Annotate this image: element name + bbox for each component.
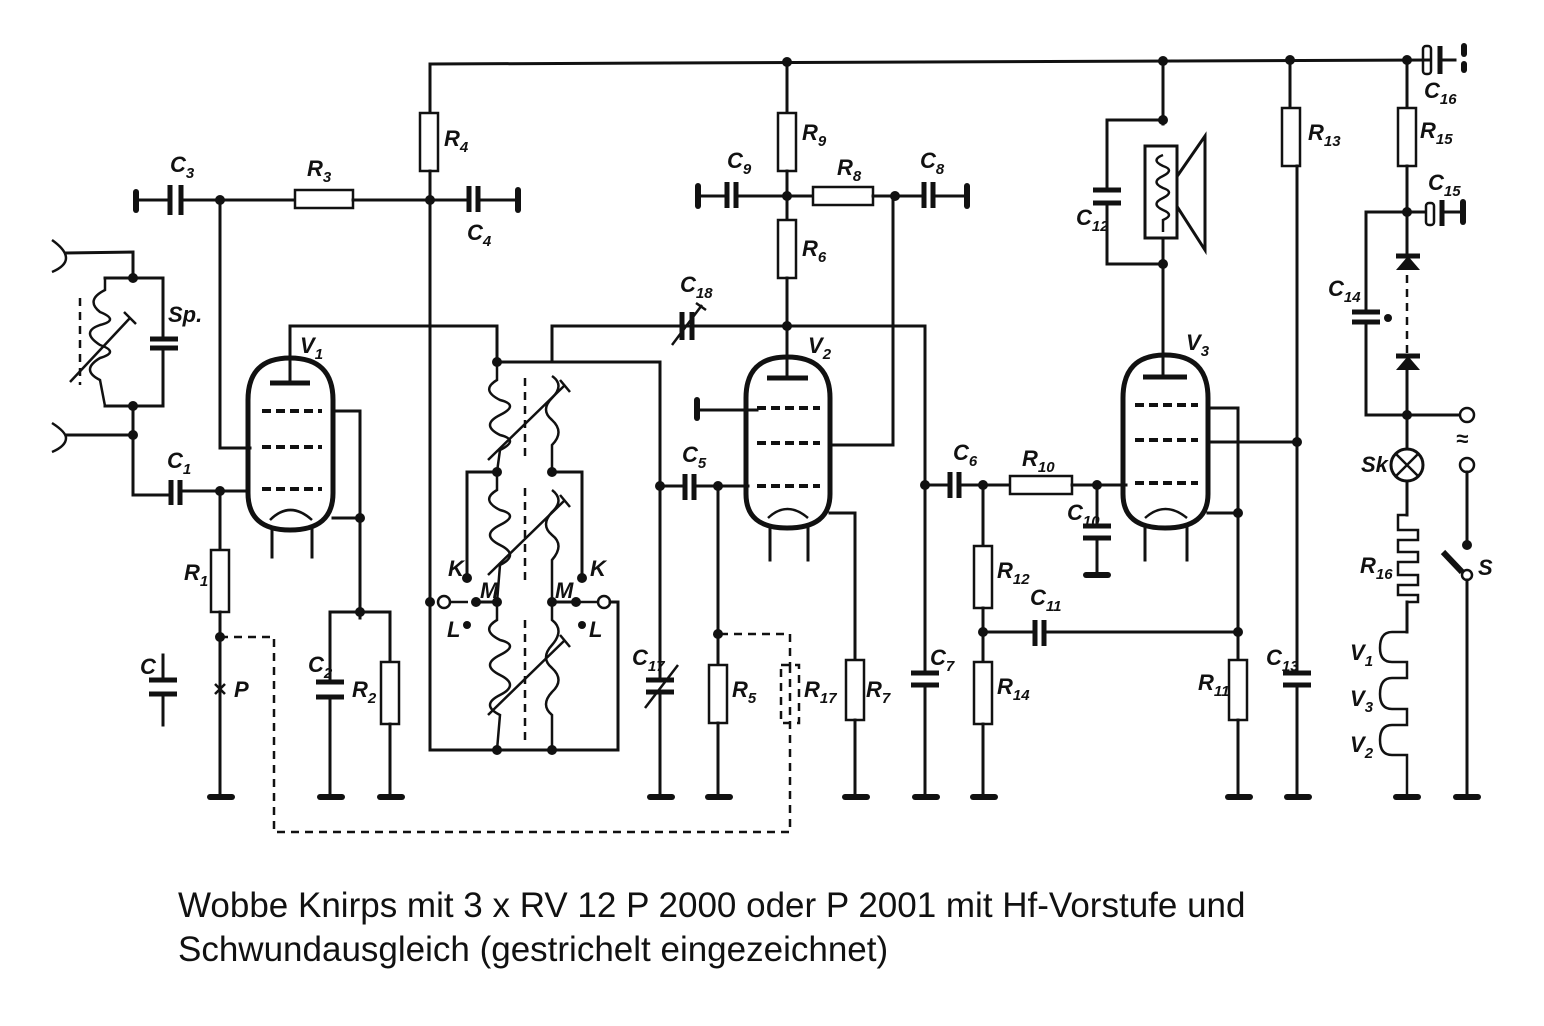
tube-v3 <box>1093 59 1299 800</box>
label-r4: R4 <box>444 126 469 156</box>
label-c6: C6 <box>953 440 978 470</box>
label-r10: R10 <box>1022 446 1055 476</box>
b-plus-rail <box>428 55 1432 67</box>
label-c5: C5 <box>682 442 707 472</box>
label-c9: C9 <box>727 148 752 178</box>
label-c14: C14 <box>1328 276 1361 306</box>
caption-line-2: Schwundausgleich (gestrichelt eingezeich… <box>178 930 889 969</box>
label-r8: R8 <box>837 155 862 185</box>
c3-r3-c4-line <box>133 62 521 752</box>
label-s: S <box>1478 555 1493 580</box>
label-c11: C11 <box>1030 585 1061 615</box>
label-r17: R17 <box>804 677 837 707</box>
tube-v2 <box>694 60 895 800</box>
label-heater-v2: V2 <box>1350 732 1374 762</box>
label-heater-v3: V3 <box>1350 686 1374 716</box>
label-r2: R2 <box>352 677 377 707</box>
label-v2: V2 <box>808 333 832 363</box>
label-sp: Sp. <box>168 302 202 327</box>
output-coupling-network <box>911 324 1240 800</box>
label-c: C <box>140 654 157 679</box>
capacitor-c16 <box>1421 43 1467 76</box>
cathode-network-v1 <box>316 610 405 800</box>
label-v1: V1 <box>300 333 323 363</box>
caption-line-1: Wobbe Knirps mit 3 x RV 12 P 2000 oder P… <box>178 886 1246 925</box>
label-c3: C3 <box>170 152 195 182</box>
label-r9: R9 <box>802 120 827 150</box>
c17-c5-network <box>644 474 750 800</box>
label-c10: C10 <box>1067 500 1100 530</box>
label-heater-v1: V1 <box>1350 640 1373 670</box>
tube-v1 <box>245 324 499 620</box>
labels: V1 V2 V3 R1 R2 R3 R4 R5 R6 R7 R8 R9 R10 … <box>140 78 1493 762</box>
label-r11: R11 <box>1198 670 1229 700</box>
label-l-right: L <box>589 617 602 642</box>
label-sk: Sk <box>1361 452 1390 477</box>
label-k-left: K <box>448 556 466 581</box>
label-c1: C1 <box>167 448 191 478</box>
label-c8: C8 <box>920 148 945 178</box>
label-c12: C12 <box>1076 205 1109 235</box>
label-c4: C4 <box>467 220 492 250</box>
label-c16: C16 <box>1424 78 1457 108</box>
label-r6: R6 <box>802 236 827 266</box>
antenna-input <box>51 238 138 454</box>
label-m-right: M <box>555 578 574 603</box>
label-mains: ≈ <box>1456 426 1468 451</box>
label-c18: C18 <box>680 272 713 302</box>
label-p: P <box>234 677 249 702</box>
label-m-left: M <box>480 578 499 603</box>
label-r15: R15 <box>1420 118 1453 148</box>
label-r5: R5 <box>732 677 757 707</box>
label-c2: C2 <box>308 652 333 682</box>
label-v3: V3 <box>1186 330 1210 360</box>
sp-tank-circuit <box>69 276 178 497</box>
c9-r8-c8-network <box>695 182 970 209</box>
label-c17: C17 <box>632 645 665 675</box>
coil-assembly <box>425 324 722 755</box>
label-c13: C13 <box>1266 645 1299 675</box>
agc-dashed-line <box>220 632 801 834</box>
label-k-right: K <box>590 556 608 581</box>
label-c7: C7 <box>930 645 955 675</box>
r13-c13-network <box>1280 58 1312 800</box>
power-supply <box>1352 58 1481 800</box>
input-grid-network <box>149 480 250 800</box>
label-r16: R16 <box>1360 553 1393 583</box>
label-r7: R7 <box>866 677 891 707</box>
label-r12: R12 <box>997 558 1030 588</box>
label-r3: R3 <box>307 156 332 186</box>
label-r14: R14 <box>997 674 1030 704</box>
label-r1: R1 <box>184 560 208 590</box>
label-l-left: L <box>447 617 460 642</box>
label-c15: C15 <box>1428 170 1461 200</box>
label-r13: R13 <box>1308 120 1341 150</box>
schematic-caption: Wobbe Knirps mit 3 x RV 12 P 2000 oder P… <box>178 884 1245 972</box>
